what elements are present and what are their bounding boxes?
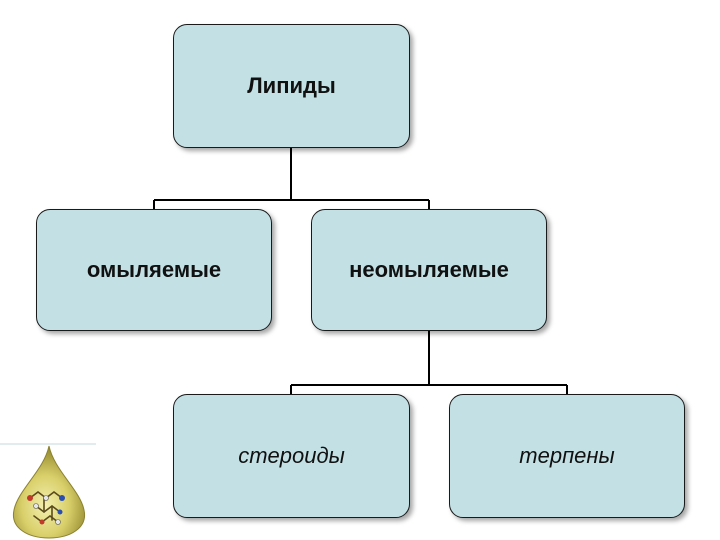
oil-drop-logo-icon [0, 443, 96, 539]
node-unsaponifiable-label: неомыляемые [349, 257, 509, 282]
node-steroids: стероиды [173, 394, 410, 518]
node-lipids-label: Липиды [247, 73, 336, 98]
node-unsaponifiable: неомыляемые [311, 209, 547, 331]
node-saponifiable-label: омыляемые [86, 257, 222, 282]
node-saponifiable: омыляемые [36, 209, 272, 331]
node-lipids: Липиды [173, 24, 410, 148]
node-terpenes: терпены [449, 394, 685, 518]
node-terpenes-label: терпены [519, 443, 615, 468]
node-steroids-label: стероиды [238, 443, 345, 468]
